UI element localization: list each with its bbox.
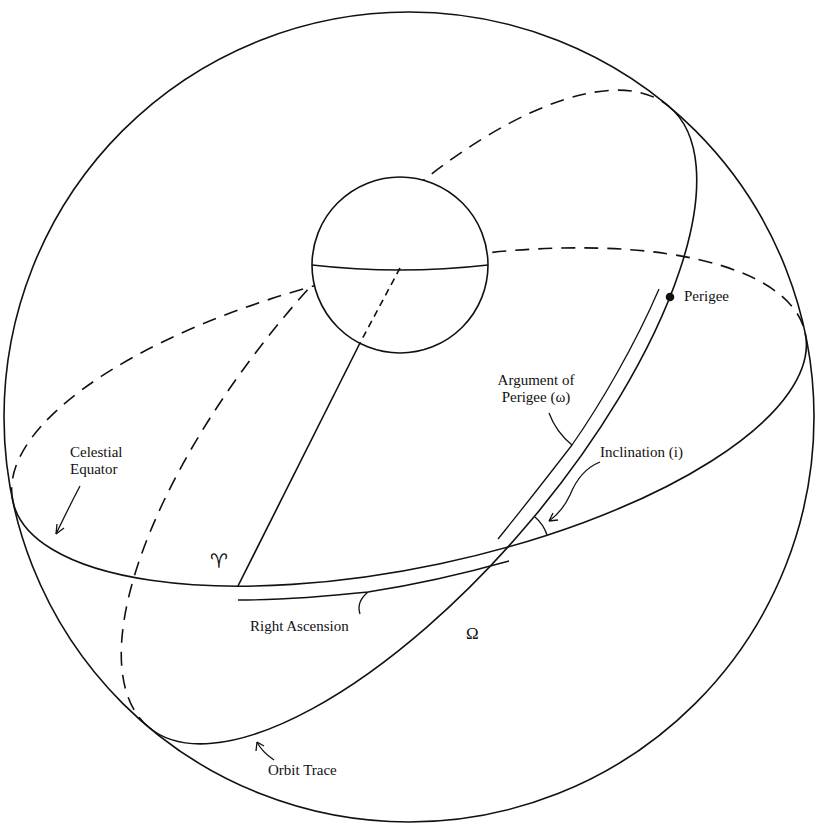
celestial-sphere — [4, 12, 814, 822]
orbit-trace — [149, 107, 792, 830]
inclination-arrowhead — [549, 513, 558, 521]
celestial-equator — [13, 333, 819, 648]
orbit-back-arc — [26, 4, 669, 727]
angle-label: Inclination (i) — [600, 444, 683, 461]
earth-sphere — [312, 177, 488, 353]
curve-label: Orbit Trace — [268, 762, 337, 779]
argument-leader — [549, 413, 572, 445]
orbit-arrowhead — [256, 742, 264, 751]
angle-symbol: Ω — [466, 624, 479, 643]
argument-bracket — [498, 289, 659, 539]
equinox-symbol: ♈ — [210, 550, 228, 572]
angle-label: Argument of Perigee (ω) — [488, 372, 584, 406]
right-ascension-bracket — [238, 561, 509, 600]
right-ascension-leader — [359, 592, 368, 614]
angle-label: Right Ascension — [250, 618, 349, 635]
orbit-leader — [257, 742, 274, 760]
inclination-arc — [535, 517, 547, 535]
equator-leader — [56, 486, 80, 534]
circle-label: Celestial Equator — [70, 444, 144, 478]
perigee-point — [667, 294, 674, 301]
equator-arrowhead — [56, 524, 64, 534]
vernal-equinox-line — [238, 343, 360, 586]
point-label: Perigee — [684, 288, 729, 305]
vernal-direction-hidden — [360, 268, 400, 343]
inclination-leader — [549, 462, 600, 521]
